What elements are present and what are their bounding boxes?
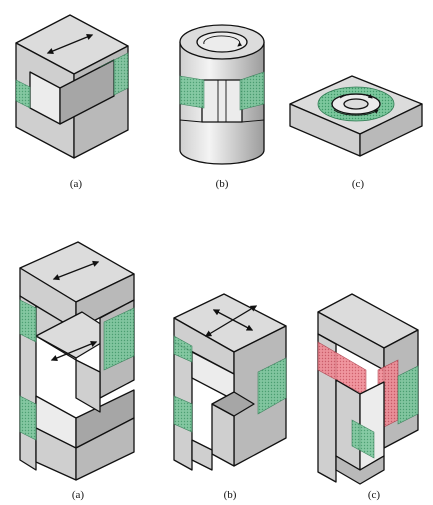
bottom-panel-b-caption: (b) — [224, 489, 237, 501]
bottom-panel-b-core — [173, 293, 287, 471]
top-panel-c-core — [289, 75, 423, 157]
bottom-panel-c-caption: (c) — [368, 489, 381, 501]
top-panel-a-caption: (a) — [70, 178, 83, 190]
top-panel-c-caption: (c) — [352, 178, 365, 190]
bottom-panel-c-core — [317, 293, 419, 485]
top-panel-a-core — [15, 14, 129, 159]
bottom-panel-a-caption: (a) — [72, 489, 85, 501]
top-panel-b-core — [179, 24, 265, 165]
bottom-panel-a-core — [19, 241, 135, 481]
top-panel-b-caption: (b) — [216, 178, 229, 190]
